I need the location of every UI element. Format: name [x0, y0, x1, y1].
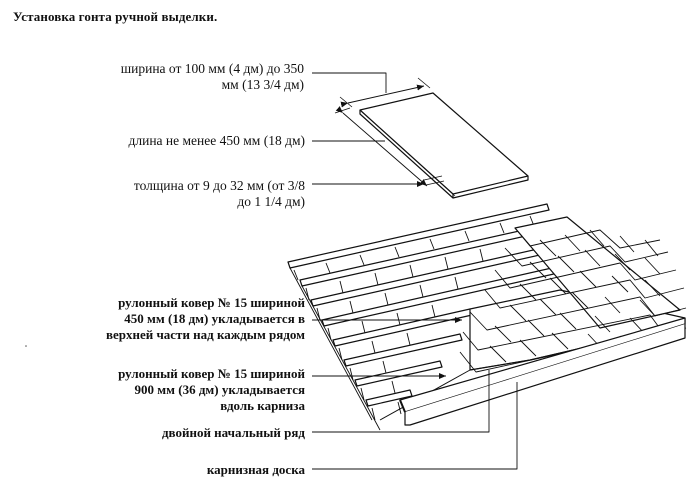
label-line: рулонный ковер № 15 шириной	[118, 295, 305, 310]
label-line: 900 мм (36 дм) укладывается	[134, 382, 305, 397]
label-line: 450 мм (18 дм) укладывается в	[124, 311, 305, 326]
label-line: вдоль карниза	[220, 398, 305, 413]
leader-lines	[312, 317, 518, 470]
stray-dot	[25, 345, 27, 347]
label-line: двойной начальный ряд	[161, 425, 305, 440]
label-line: рулонный ковер № 15 шириной	[118, 366, 305, 381]
roof-illustration	[287, 203, 687, 431]
label-line: до 1 1/4 дм)	[237, 194, 305, 209]
label-felt-eave: рулонный ковер № 15 шириной 900 мм (36 д…	[5, 366, 305, 414]
label-shingle-thickness: толщина от 9 до 32 мм (от 3/8 до 1 1/4 д…	[45, 178, 305, 210]
label-line: мм (13 3/4 дм)	[221, 77, 304, 92]
label-fascia-board: карнизная доска	[5, 462, 305, 478]
label-line: толщина от 9 до 32 мм (от 3/8	[133, 178, 305, 193]
label-line: ширина от 100 мм (4 дм) до 350	[120, 61, 304, 76]
shingle-detail	[312, 72, 529, 199]
label-line: карнизная доска	[206, 462, 305, 477]
label-shingle-width: ширина от 100 мм (4 дм) до 350 мм (13 3/…	[44, 61, 304, 93]
diagram-title: Установка гонта ручной выделки.	[13, 9, 218, 24]
label-felt-top: рулонный ковер № 15 шириной 450 мм (18 д…	[5, 295, 305, 343]
label-line: верхней части над каждым рядом	[105, 327, 305, 342]
label-starter-course: двойной начальный ряд	[5, 425, 305, 441]
label-shingle-length: длина не менее 450 мм (18 дм)	[45, 133, 306, 149]
label-line: длина не менее 450 мм (18 дм)	[128, 133, 306, 148]
